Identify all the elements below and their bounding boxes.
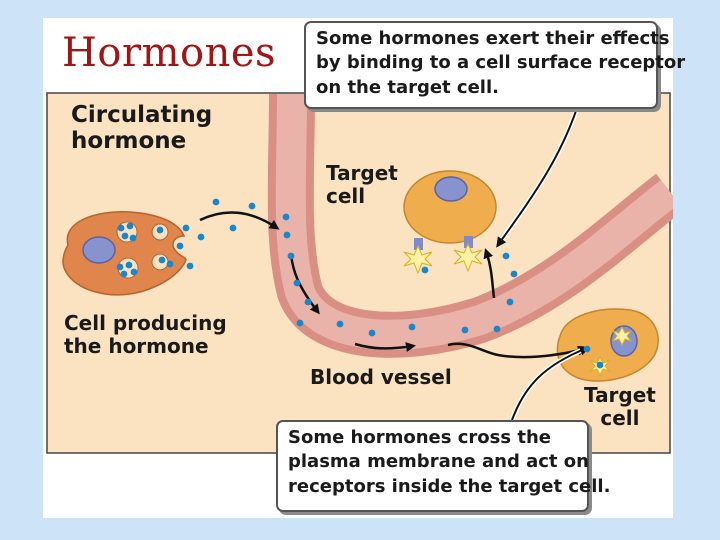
hormone-dot-icon	[287, 252, 295, 260]
callout-line: on the target cell.	[316, 76, 499, 98]
label-line: the hormone	[64, 334, 209, 358]
receptor-burst-icon	[453, 242, 483, 273]
hormone-dot-icon	[282, 213, 290, 221]
hormone-dot-icon	[336, 320, 344, 328]
hormone-dot-icon	[158, 256, 166, 264]
receptor-icon	[414, 238, 423, 250]
callout-line: receptors inside the target cell.	[288, 475, 611, 497]
hormone-dot-icon	[130, 268, 138, 276]
hormone-dot-icon	[182, 224, 190, 232]
callout-surface-receptor: Some hormones exert their effects by bin…	[304, 21, 686, 109]
hormone-dot-icon	[120, 270, 128, 278]
hormone-dot-icon	[116, 263, 124, 271]
target-nucleus-top	[434, 176, 468, 202]
label-line: Cell producing	[64, 311, 227, 335]
arrow-icon	[447, 342, 588, 359]
target-cell-bottom	[556, 308, 659, 382]
hormone-dot-icon	[117, 224, 125, 232]
callout-line: Some hormones cross the	[288, 427, 551, 448]
hormone-dot-icon	[421, 266, 429, 274]
label-target-cell-top: Target cell	[326, 162, 398, 208]
callout-line: plasma membrane and act on	[288, 451, 589, 473]
callout-line: by binding to a cell surface receptor	[316, 52, 686, 74]
hormone-dot-icon	[121, 232, 129, 240]
hormone-dot-icon	[510, 270, 518, 278]
page-title: Hormones	[62, 30, 277, 76]
label-line: Target	[326, 161, 398, 185]
hormone-dot-icon	[283, 231, 291, 239]
slide: Hormones Circulating hormone Cell produc…	[43, 18, 686, 518]
arrow-icon	[199, 211, 280, 230]
hormone-dot-icon	[408, 323, 416, 331]
hormone-dot-icon	[166, 260, 174, 268]
label-line: hormone	[71, 128, 187, 155]
hormone-dot-icon	[212, 198, 220, 206]
hormone-dot-icon	[304, 298, 312, 306]
label-line: Circulating	[71, 102, 213, 128]
hormone-molecules	[116, 198, 604, 369]
producer-nucleus	[82, 236, 116, 264]
hormone-dot-icon	[493, 325, 501, 333]
label-producer-cell: Cell producing the hormone	[64, 312, 227, 358]
hormone-dot-icon	[293, 279, 301, 287]
label-line: Target	[584, 383, 656, 407]
callout-pointer	[511, 345, 590, 421]
hormone-dot-icon	[461, 326, 469, 334]
hormone-dot-icon	[296, 319, 304, 327]
arrow-icon	[483, 248, 496, 299]
hormone-dot-icon	[248, 202, 256, 210]
hormone-dot-icon	[368, 329, 376, 337]
target-cell-top	[403, 170, 497, 244]
callout-pointer	[496, 104, 579, 248]
hormone-dot-icon	[176, 242, 184, 250]
hormone-dot-icon	[129, 234, 137, 242]
hormone-dot-icon	[125, 261, 133, 269]
label-line: cell	[600, 406, 640, 430]
hormone-dot-icon	[186, 262, 194, 270]
receptor-burst-icon	[403, 244, 433, 275]
callout-inside-receptor: Some hormones cross the plasma membrane …	[276, 420, 611, 512]
hormone-dot-icon	[506, 298, 514, 306]
label-line: cell	[326, 184, 366, 208]
receptor-icon	[464, 236, 473, 248]
callout-line: Some hormones exert their effects	[316, 28, 670, 49]
arrow-icon	[354, 342, 416, 352]
hormone-dot-icon	[156, 226, 164, 234]
hormone-dot-icon	[229, 224, 237, 232]
label-target-cell-bottom: Target cell	[584, 384, 656, 430]
label-blood-vessel: Blood vessel	[310, 365, 452, 389]
hormone-dot-icon	[583, 345, 591, 353]
hormone-dot-icon	[197, 233, 205, 241]
hormone-dot-icon	[596, 361, 604, 369]
hormone-dot-icon	[502, 252, 510, 260]
receptor-burst-icon	[611, 325, 633, 347]
hormone-diagram	[46, 92, 673, 454]
hormone-dot-icon	[126, 222, 134, 230]
label-circulating-hormone: Circulating hormone	[71, 102, 212, 155]
